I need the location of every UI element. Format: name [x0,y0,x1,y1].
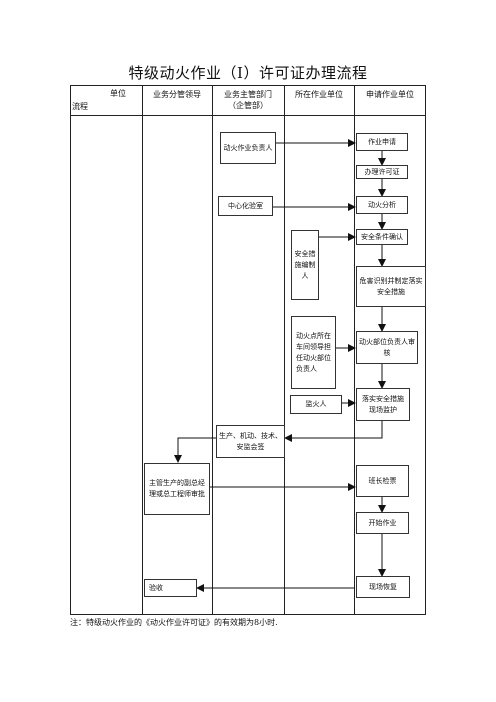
box-area-leader: 动火点所在车间领导担任动火部位负责人 [291,316,336,389]
header-corner-top: 单位 [110,89,126,98]
box-start-work: 开始作业 [356,512,409,534]
box-measure-author: 安全措施编制人 [291,230,319,300]
box-analysis: 动火分析 [356,196,408,214]
header-col-department: 业务主管部门 （企管部） [212,89,284,111]
box-implement-safety: 落实安全措施现场监护 [356,388,410,421]
header-col-work-unit: 所在作业单位 [295,90,343,99]
box-apply: 作业申请 [356,133,408,151]
header-col-leader: 业务分管领导 [153,90,201,99]
header-corner-bottom: 流程 [72,102,88,111]
box-central-lab: 中心化验室 [218,196,273,216]
box-hazard-identify: 危害识别并制定落实安全措施 [356,266,426,307]
arrow-implement-to-signoff [284,421,383,442]
column-divider [212,85,213,615]
box-joint-signoff: 生产、机动、技术、安监会签 [216,425,285,458]
header-col-department-line2: （企管部） [228,101,268,110]
column-divider [142,85,143,615]
header-col-department-line1: 业务主管部门 [224,90,272,99]
box-permit: 办理许可证 [356,165,408,179]
box-fire-watcher: 监火人 [290,395,342,414]
header-col-applicant: 申请作业单位 [366,90,414,99]
box-vp-approval: 主管生产的副总经理或总工程师审批 [144,463,210,515]
box-safety-confirm: 安全条件确认 [356,229,408,245]
flowchart-table [70,85,426,615]
header-divider [70,115,426,116]
arrow-signoff-to-vp [174,437,216,463]
box-part-leader-review: 动火部位负责人审核 [356,331,418,364]
box-hot-work-leader: 动火作业负责人 [220,132,276,164]
footnote: 注：特级动火作业的《动火作业许可证》的有效期为8小时. [70,618,278,627]
column-divider [284,85,285,615]
box-shift-inspection: 班长检票 [356,465,409,497]
page-title: 特级动火作业（Ⅰ）许可证办理流程 [128,64,368,82]
box-site-restore: 现场恢复 [356,576,410,598]
box-acceptance: 验收 [144,579,197,597]
